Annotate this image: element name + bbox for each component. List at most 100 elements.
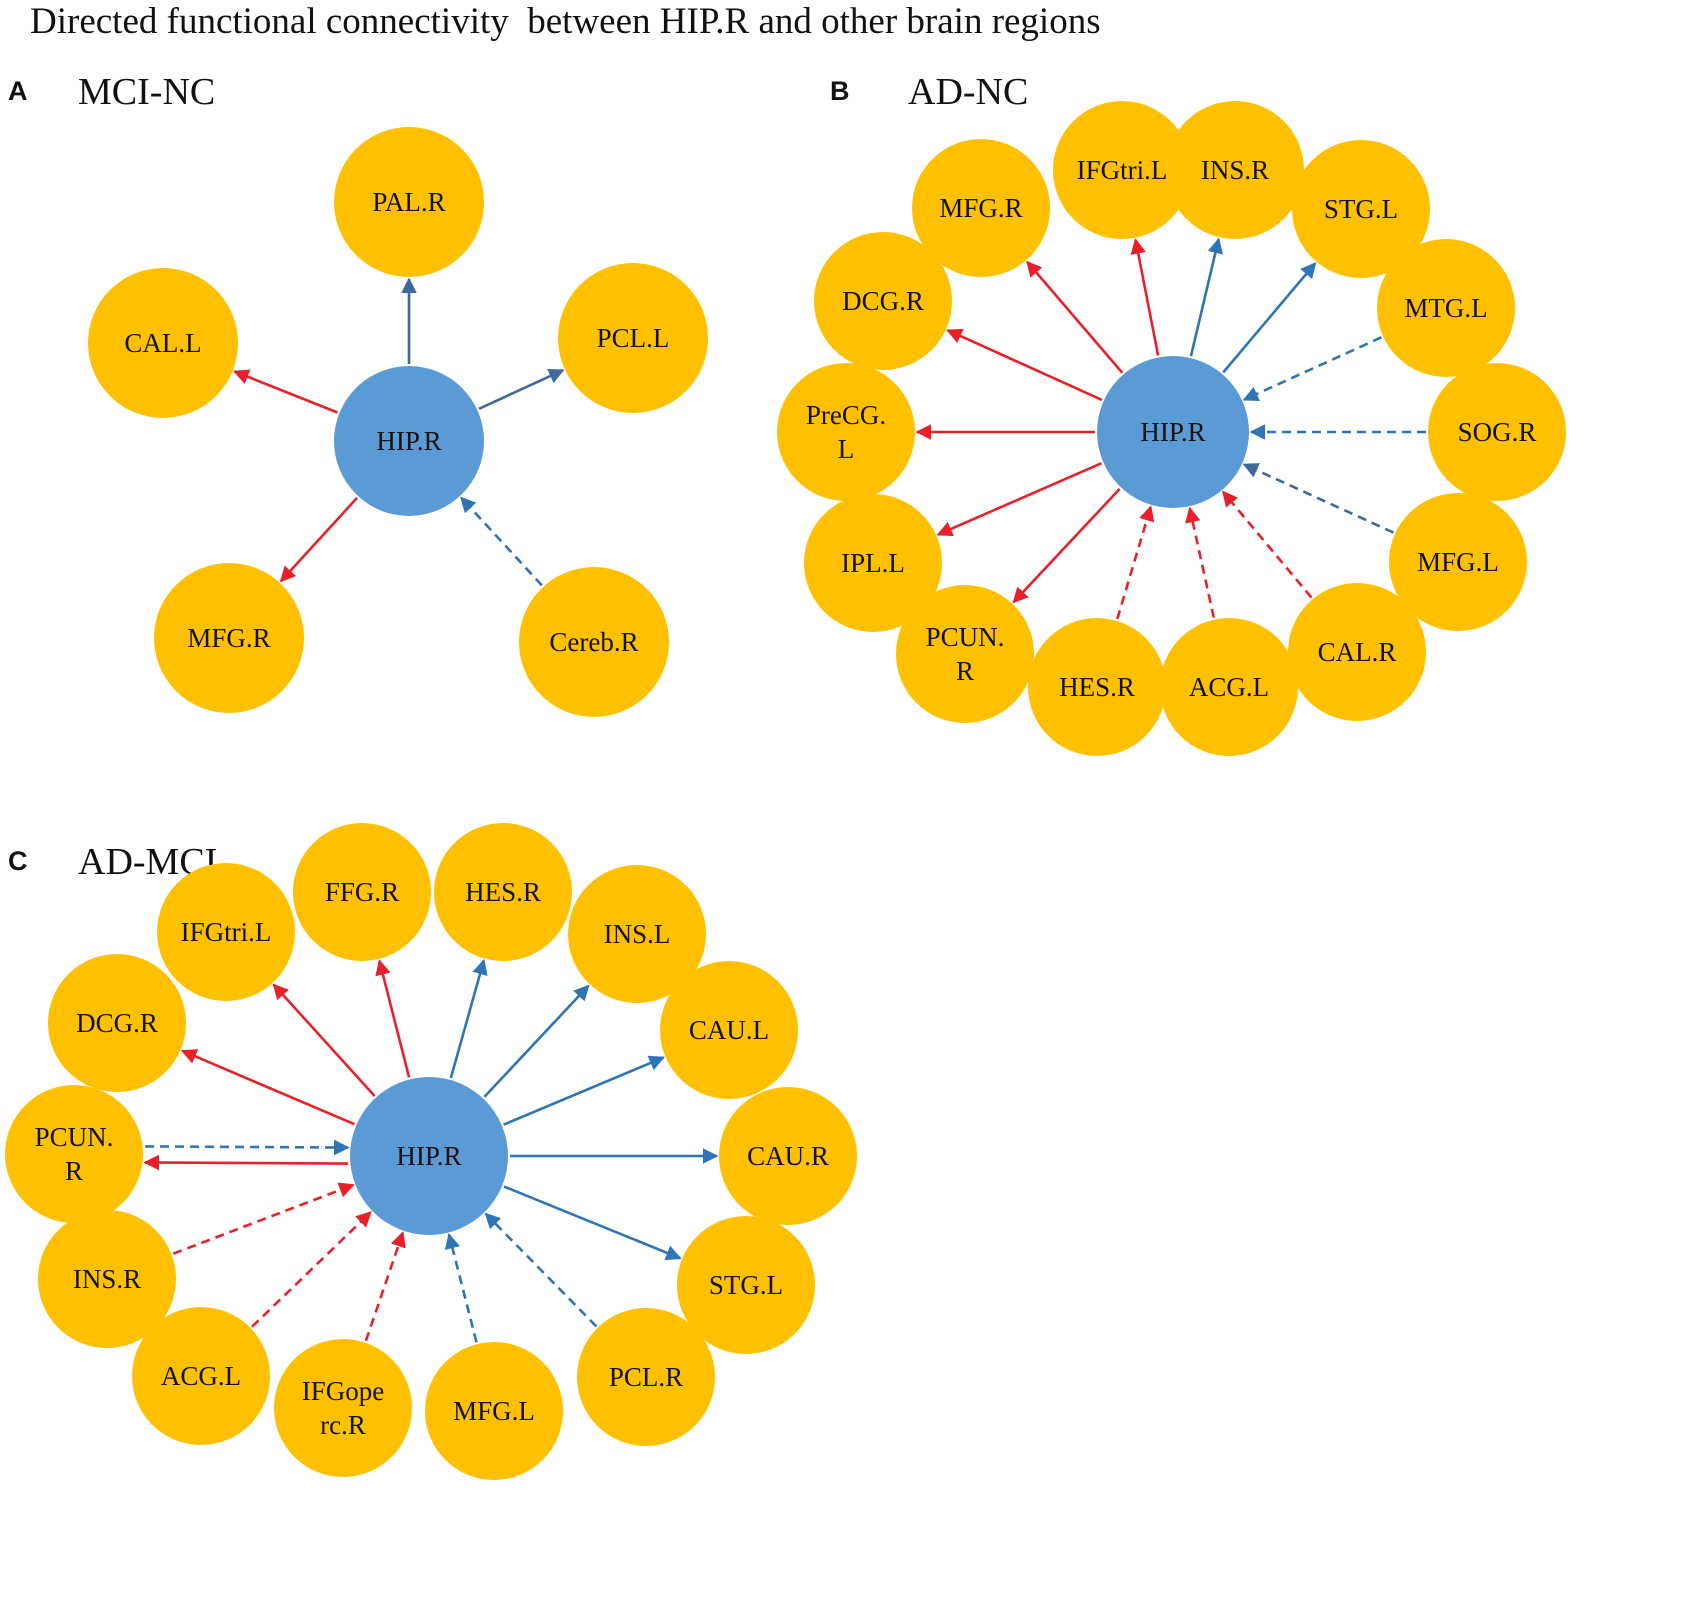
- panel-b-hub-node: [1097, 356, 1249, 508]
- panel-c-edge-in-mfg-l: [444, 1232, 478, 1343]
- panel-b-name: AD-NC: [908, 71, 1029, 113]
- panel-b-node-sog-r: [1428, 363, 1566, 501]
- panel-b-edge-out-dcg-r: [946, 328, 1103, 402]
- panel-c-node-label-ffg-r: FFG.R: [325, 877, 399, 907]
- panel-c-edge-out-ifgtri-l: [272, 983, 376, 1097]
- panel-a-node-label-mfg-r: MFG.R: [187, 623, 270, 653]
- panel-a-node-label-cereb-r: Cereb.R: [549, 627, 638, 657]
- panel-a-name: MCI-NC: [78, 71, 216, 113]
- panel-c-hub-node: [350, 1077, 508, 1235]
- panel-c-node-label-cau-r: CAU.R: [747, 1141, 829, 1171]
- panel-b-node-label-ins-r: INS.R: [1201, 155, 1269, 185]
- figure-title: Directed functional connectivity between…: [30, 1, 1101, 42]
- panel-c-node-label-stg-l: STG.L: [709, 1270, 783, 1300]
- panel-c-edge-out-pcun-r: [143, 1154, 348, 1171]
- panel-b-node-label-sog-r: SOG.R: [1458, 417, 1537, 447]
- panel-c-node-label-dcg-r: DCG.R: [76, 1008, 158, 1038]
- panel-b-edge-out-ins-r: [1189, 237, 1224, 357]
- panel-b-edge-out-stg-l: [1222, 262, 1317, 374]
- panel-b-node-label-precg-l: PreCG.L: [806, 400, 886, 464]
- panel-a-node-label-cal-l: CAL.L: [124, 328, 201, 358]
- panel-b-node-label-ifgtri-l: IFGtri.L: [1077, 155, 1168, 185]
- panel-b-node-label-pcun-r: PCUN.R: [926, 622, 1005, 686]
- panel-b-node-label-dcg-r: DCG.R: [842, 286, 924, 316]
- panel-b-node-label-acg-l: ACG.L: [1189, 672, 1269, 702]
- panel-b-edge-in-mfg-l: [1242, 463, 1394, 534]
- panel-b-node-ifgtri-l: [1053, 101, 1191, 239]
- panel-b-node-mfg-r: [912, 139, 1050, 277]
- panel-b-node-label-mfg-r: MFG.R: [939, 193, 1022, 223]
- panel-b-edge-out-ipl-l: [936, 462, 1103, 537]
- panel-c-letter: C: [8, 846, 28, 876]
- panel-b-node-label-mfg-l: MFG.L: [1417, 547, 1499, 577]
- panel-c-node-cau-l: [660, 961, 798, 1099]
- panel-b-edge-in-mtg-l: [1242, 336, 1382, 402]
- panel-b-node-ins-r: [1166, 101, 1304, 239]
- panel-c-node-hes-r: [434, 823, 572, 961]
- panel-c-node-label-hes-r: HES.R: [465, 877, 541, 907]
- panel-c-node-ins-l: [568, 865, 706, 1003]
- panel-b-node-mfg-l: [1389, 493, 1527, 631]
- panel-c-node-dcg-r: [48, 954, 186, 1092]
- panel-b-node-hes-r: [1028, 618, 1166, 756]
- panel-c-edge-out-stg-l: [503, 1185, 682, 1261]
- panel-c-node-pcl-r: [577, 1308, 715, 1446]
- panel-c-node-label-ifgtri-l: IFGtri.L: [181, 917, 272, 947]
- panel-b-letter: B: [830, 76, 850, 106]
- panel-b-node-dcg-r: [814, 232, 952, 370]
- panel-a-node-label-pcl-l: PCL.L: [597, 323, 670, 353]
- panel-b-node-ipl-l: [804, 494, 942, 632]
- panel-c-node-acg-l: [132, 1307, 270, 1445]
- panel-c-node-stg-l: [677, 1216, 815, 1354]
- panel-b-node-label-stg-l: STG.L: [1324, 194, 1398, 224]
- panel-b-node-label-hes-r: HES.R: [1059, 672, 1135, 702]
- panel-b-hub-label: HIP.R: [1140, 417, 1205, 447]
- panel-a-edge-out-pcl-l: [478, 368, 565, 411]
- panel-c-edge-in-ins-r: [172, 1182, 355, 1255]
- panel-a-edge-out-mfg-r: [279, 496, 359, 583]
- panel-a-node-label-pal-r: PAL.R: [372, 187, 445, 217]
- panel-c-edge-in-pcun-r: [145, 1139, 350, 1156]
- panel-c-node-ifgtri-l: [157, 863, 295, 1001]
- panel-b-edge-in-hes-r: [1116, 505, 1155, 620]
- panel-a-node-pal-r: [334, 127, 484, 277]
- panel-c-edge-out-hes-r: [449, 958, 488, 1079]
- panel-c-node-label-ins-l: INS.L: [604, 919, 671, 949]
- panel-c-node-label-pcl-r: PCL.R: [609, 1362, 683, 1392]
- panel-c-edge-in-ifgoperc-r: [364, 1231, 406, 1342]
- panel-c-node-label-cau-l: CAU.L: [689, 1015, 769, 1045]
- panel-b-edge-out-pcun-r: [1012, 488, 1121, 604]
- panel-a-node-mfg-r: [154, 563, 304, 713]
- panel-b-edge-in-acg-l: [1185, 506, 1216, 618]
- panel-a-node-cereb-r: [519, 567, 669, 717]
- panel-c-node-ifgoperc-r: [274, 1339, 412, 1477]
- panel-b-node-label-mtg-l: MTG.L: [1404, 293, 1487, 323]
- panel-c-node-label-acg-l: ACG.L: [161, 1361, 241, 1391]
- panel-c-edge-out-ins-l: [483, 984, 590, 1098]
- panel-c-edge-out-cau-l: [503, 1055, 665, 1126]
- panel-c-edge-out-ffg-r: [375, 959, 411, 1078]
- panel-a-node-cal-l: [88, 268, 238, 418]
- panel-b-node-label-ipl-l: IPL.L: [841, 548, 905, 578]
- panel-c-node-mfg-l: [425, 1342, 563, 1480]
- panel-b-node-precg-l: [777, 363, 915, 501]
- panel-c-node-pcun-r: [5, 1085, 143, 1223]
- panel-c-edge-in-pcl-r: [484, 1212, 598, 1328]
- panel-c-node-label-ins-r: INS.R: [73, 1264, 141, 1294]
- panel-b-node-cal-r: [1288, 583, 1426, 721]
- panel-a-letter: A: [8, 76, 28, 106]
- panel-c-node-label-pcun-r: PCUN.R: [35, 1122, 114, 1186]
- panel-c-edge-in-acg-l: [251, 1211, 372, 1328]
- panel-c-node-cau-r: [719, 1087, 857, 1225]
- edges-layer: [143, 237, 1426, 1343]
- panel-b-node-stg-l: [1292, 140, 1430, 278]
- panel-c-node-ffg-r: [293, 823, 431, 961]
- nodes-layer: PAL.R PCL.L CAL.L MFG.R Cereb.R HIP.R IFGtri.L…: [5, 101, 1566, 1480]
- panel-b-edge-out-ifgtri-l: [1130, 238, 1160, 356]
- panel-a-edge-in-cereb-r: [460, 496, 543, 587]
- panel-a-edge-out-cal-l: [233, 369, 338, 414]
- panel-b-node-acg-l: [1160, 618, 1298, 756]
- panel-a-hub-node: [334, 366, 484, 516]
